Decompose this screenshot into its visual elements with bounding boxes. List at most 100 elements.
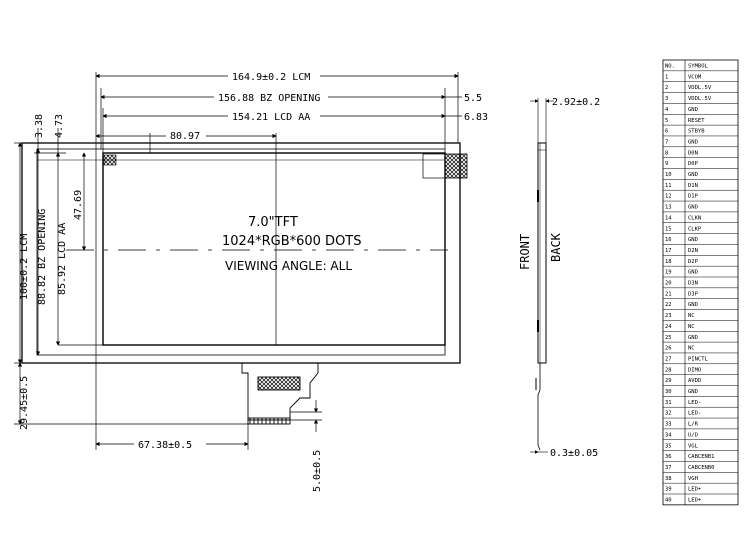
pin-number: 26	[665, 346, 672, 352]
pin-number: 5	[665, 118, 668, 124]
pin-symbol: GND	[688, 389, 698, 395]
dim-fpc-length: 29.45±0.5	[19, 376, 30, 430]
pin-number: 39	[665, 487, 672, 493]
dim-top-gap-bz: 3.38	[34, 114, 45, 138]
pin-symbol: CLKP	[688, 226, 702, 232]
pin-symbol: GND	[688, 172, 698, 178]
pin-symbol: LED-	[688, 411, 701, 417]
dim-lcd-aa-height: 85.92 LCD AA	[57, 223, 68, 295]
pin-number: 34	[665, 432, 672, 438]
side-back-label: BACK	[549, 232, 563, 262]
pin-number: 17	[665, 248, 672, 254]
pin-number: 24	[665, 324, 672, 330]
pin-symbol: LED-	[688, 400, 701, 406]
pin-symbol: VCOM	[688, 74, 702, 80]
pin-number: 21	[665, 291, 672, 297]
pin-number: 2	[665, 85, 668, 91]
dim-thickness: 2.92±0.2	[552, 97, 600, 108]
pin-number: 28	[665, 367, 672, 373]
pin-table-frame	[662, 59, 739, 506]
pin-number: 31	[665, 400, 672, 406]
pin-symbol: LED+	[688, 487, 702, 493]
dim-fpc-offset: 67.38±0.5	[138, 440, 192, 451]
pin-symbol: STBYB	[688, 129, 705, 135]
pin-number: 12	[665, 194, 672, 200]
pin-symbol: D1P	[688, 194, 699, 200]
dim-aa-center-y: 47.69	[73, 190, 84, 220]
pin-symbol: GND	[688, 335, 698, 341]
side-front-label: FRONT	[518, 234, 532, 270]
pin-table-header-no: NO.	[665, 64, 675, 70]
pin-number: 32	[665, 411, 672, 417]
pin-symbol: DIMO	[688, 367, 701, 373]
hatched-pad	[444, 153, 468, 179]
pin-number: 35	[665, 443, 672, 449]
pin-symbol: LED+	[688, 498, 702, 504]
pin-symbol: D1N	[688, 183, 698, 189]
pin-number: 7	[665, 139, 668, 145]
pin-symbol: D2P	[688, 259, 699, 265]
pin-symbol: VDDL.5V	[688, 96, 712, 102]
pin-number: 37	[665, 465, 672, 471]
dim-fpc-width: 5.0±0.5	[312, 450, 323, 492]
alignment-pad	[103, 154, 117, 166]
pin-symbol: CLKN	[688, 215, 701, 221]
pin-table-header-symbol: SYMBOL	[688, 64, 709, 70]
pin-symbol: D0P	[688, 161, 699, 167]
pin-symbol: NC	[688, 346, 695, 352]
pin-symbol: GND	[688, 205, 698, 211]
pin-number: 9	[665, 161, 668, 167]
pin-symbol: D0N	[688, 150, 698, 156]
pin-number: 1	[665, 74, 668, 80]
pin-symbol: D3N	[688, 281, 698, 287]
dim-right-gap-aa: 6.83	[464, 112, 488, 123]
pin-number: 16	[665, 237, 672, 243]
pin-number: 18	[665, 259, 672, 265]
pin-number: 27	[665, 356, 672, 362]
pin-number: 19	[665, 270, 672, 276]
pin-number: 30	[665, 389, 672, 395]
pin-symbol: PINCTL	[688, 356, 709, 362]
pin-number: 38	[665, 476, 672, 482]
lcd-active-area	[102, 152, 446, 346]
dim-lcd-aa-width: 154.21 LCD AA	[232, 112, 310, 123]
pin-number: 22	[665, 302, 672, 308]
dim-bz-opening-width: 156.88 BZ OPENING	[218, 93, 320, 104]
pin-symbol: AVDD	[688, 378, 701, 384]
pin-symbol: CABCENB1	[688, 454, 715, 460]
pin-number: 15	[665, 226, 672, 232]
panel-title: 7.0"TFT	[248, 215, 298, 230]
pin-number: 10	[665, 172, 672, 178]
dim-right-gap-bz: 5.5	[464, 93, 482, 104]
pin-symbol: U/D	[688, 432, 698, 438]
pin-number: 4	[665, 107, 669, 113]
pin-number: 33	[665, 422, 672, 428]
pin-symbol: RESET	[688, 118, 705, 124]
pin-symbol: D3P	[688, 291, 699, 297]
pin-symbol: GND	[688, 237, 698, 243]
pin-symbol: NC	[688, 324, 695, 330]
pin-symbol: L/R	[688, 422, 699, 428]
pin-symbol: VDDL.5V	[688, 85, 712, 91]
dim-lcm-height: 100±0.2 LCM	[19, 234, 30, 300]
pin-number: 23	[665, 313, 672, 319]
pin-number: 29	[665, 378, 672, 384]
pin-symbol: GND	[688, 107, 698, 113]
pin-number: 3	[665, 96, 668, 102]
panel-resolution: 1024*RGB*600 DOTS	[222, 234, 362, 249]
pin-number: 14	[665, 215, 672, 221]
pin-number: 13	[665, 205, 672, 211]
front-view: 7.0"TFT 1024*RGB*600 DOTS VIEWING ANGLE:…	[21, 133, 468, 425]
dim-lcm-width: 164.9±0.2 LCM	[232, 72, 310, 83]
dim-top-gap-aa: 4.73	[54, 114, 65, 138]
pin-symbol: CABCENB0	[688, 465, 715, 471]
pin-symbol: GND	[688, 139, 698, 145]
panel-viewing-angle: VIEWING ANGLE: ALL	[225, 259, 352, 273]
pin-symbol: NC	[688, 313, 695, 319]
pin-symbol: GND	[688, 302, 698, 308]
lcm-outline	[21, 142, 461, 364]
pin-symbol: VGH	[688, 476, 698, 482]
pin-number: 40	[665, 498, 672, 504]
